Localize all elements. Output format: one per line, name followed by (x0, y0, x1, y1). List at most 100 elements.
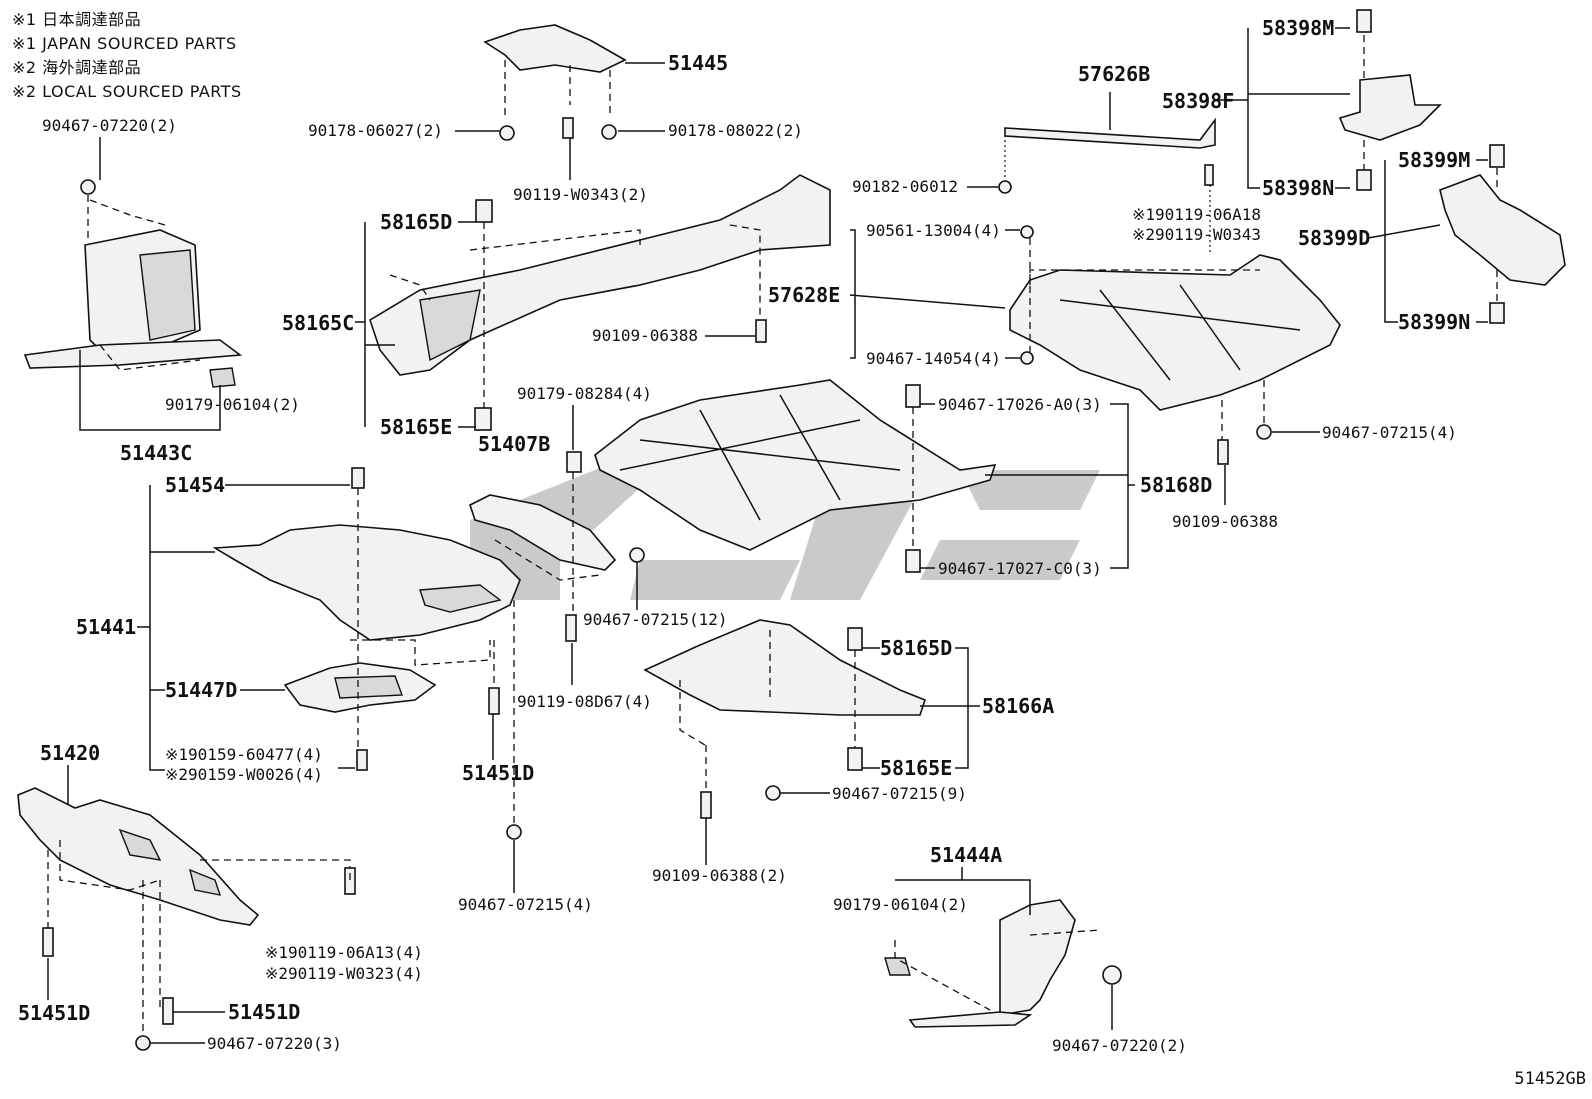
label-58399d: 58399D (1298, 226, 1370, 250)
bolt-90109-06388-top (755, 319, 767, 343)
label-58168d: 58168D (1140, 473, 1212, 497)
label-90467-07220-3: 90467-07220(3) (207, 1034, 342, 1053)
label-51447d: 51447D (165, 678, 237, 702)
label-58165c: 58165C (282, 311, 354, 335)
label-58165d-low: 58165D (880, 636, 952, 660)
clip-90182-06012 (998, 180, 1012, 194)
clip-90467-14054 (1020, 351, 1034, 365)
label-58165d-top: 58165D (380, 210, 452, 234)
label-90119-08d67: 90119-08D67(4) (517, 692, 652, 711)
figure-code: 51452GB (1514, 1069, 1586, 1089)
leader-lines (47, 27, 1488, 1044)
fasteners (42, 9, 1505, 1051)
nut-58165d-low (847, 627, 863, 651)
label-90467-14054: 90467-14054(4) (866, 349, 1001, 368)
clip-90467-07220-low (1102, 965, 1122, 985)
label-58399m: 58399M (1398, 148, 1470, 172)
label-90109-06388-right: 90109-06388 (1172, 512, 1278, 531)
label-290159-w0026: ※290159-W0026(4) (165, 765, 323, 784)
label-51441: 51441 (76, 615, 136, 639)
note-japan-en: ※1 JAPAN SOURCED PARTS (12, 34, 237, 53)
note-local-en: ※2 LOCAL SOURCED PARTS (12, 82, 242, 101)
part-58399d-shape (1439, 174, 1566, 286)
label-58399n: 58399N (1398, 310, 1470, 334)
label-90179-06104-low: 90179-06104(2) (833, 895, 968, 914)
note-japan-jp: ※1 日本調達部品 (12, 10, 142, 29)
label-51445: 51445 (668, 51, 728, 75)
label-90467-07215-9: 90467-07215(9) (832, 784, 967, 803)
part-57626b-shape (1004, 117, 1216, 180)
bolt-51451d-low (162, 997, 174, 1025)
label-51420: 51420 (40, 741, 100, 765)
part-51445-shape (483, 24, 627, 115)
label-58398f: 58398F (1162, 89, 1234, 113)
nut-58398n (1356, 169, 1372, 191)
sourcing-notes: ※1 日本調達部品 ※1 JAPAN SOURCED PARTS ※2 海外調達… (12, 8, 242, 104)
nut-58399n (1489, 302, 1505, 324)
nut-90179-08284 (566, 451, 582, 473)
part-57628e-shape (1009, 254, 1341, 411)
label-90179-06104-left: 90179-06104(2) (165, 395, 300, 414)
part-58168d-shape (594, 379, 997, 551)
bolt-51451d-left (42, 927, 54, 957)
label-90467-07215-12: 90467-07215(12) (583, 610, 728, 629)
nut-58165e-top (474, 407, 492, 431)
label-90561-13004: 90561-13004(4) (866, 221, 1001, 240)
label-51454: 51454 (165, 473, 225, 497)
bolt-51451d-mid (488, 687, 500, 715)
bolt-190119-06a13 (344, 867, 356, 895)
note-local-jp: ※2 海外調達部品 (12, 58, 142, 77)
label-90467-07215-right: 90467-07215(4) (1322, 423, 1457, 442)
label-90179-08284: 90179-08284(4) (517, 384, 652, 403)
clip-90467-07215-9 (765, 785, 781, 801)
bolt-90109-06388-right (1217, 439, 1229, 465)
nut-90467-17026 (905, 384, 921, 408)
part-51420-shape (17, 787, 351, 1010)
clip-90467-07215-low (506, 824, 522, 840)
nut-90561-13004 (1020, 225, 1034, 239)
part-51447d-shape (283, 662, 437, 713)
nut-51454 (351, 467, 365, 489)
nut-58398m (1356, 9, 1372, 33)
label-90467-07215-low: 90467-07215(4) (458, 895, 593, 914)
label-90182-06012: 90182-06012 (852, 177, 958, 196)
clip-90467-07220-top (80, 179, 96, 195)
part-51443c-shape (23, 199, 243, 388)
label-90119-w0343: 90119-W0343(2) (513, 185, 648, 204)
nut-58165d-top (475, 199, 493, 223)
label-51444a: 51444A (930, 843, 1002, 867)
label-90109-06388-2: 90109-06388(2) (652, 866, 787, 885)
label-51451d-low: 51451D (228, 1000, 300, 1024)
label-290119-w0343: ※290119-W0343 (1132, 225, 1261, 244)
bolt-90109-06388-2 (700, 791, 712, 819)
clip-90467-07215-12 (629, 547, 645, 563)
bolt-90119-w0343 (562, 117, 574, 139)
part-58398f-shape (1338, 74, 1442, 141)
label-58398n: 58398N (1262, 176, 1334, 200)
label-58398m: 58398M (1262, 16, 1334, 40)
clip-90467-07215-right (1256, 424, 1272, 440)
part-58165c-shape (369, 174, 831, 376)
label-90467-17026: 90467-17026-A0(3) (938, 395, 1102, 414)
label-90178-06027: 90178-06027(2) (308, 121, 443, 140)
label-57628e: 57628E (768, 283, 840, 307)
clip-90467-07220-3 (135, 1035, 151, 1051)
label-58166a: 58166A (982, 694, 1054, 718)
label-290119-w0323: ※290119-W0323(4) (265, 964, 423, 983)
nut-58399m (1489, 144, 1505, 168)
nut-90178-06027 (499, 125, 515, 141)
label-190119-06a13: ※190119-06A13(4) (265, 943, 423, 962)
label-90109-06388-top: 90109-06388 (592, 326, 698, 345)
bolt-190119-06a18 (1204, 164, 1214, 186)
label-90467-07220-low: 90467-07220(2) (1052, 1036, 1187, 1055)
label-190159-60477: ※190159-60477(4) (165, 745, 323, 764)
nut-90467-17027 (905, 549, 921, 573)
label-90178-08022: 90178-08022(2) (668, 121, 803, 140)
label-58165e-low: 58165E (880, 756, 952, 780)
nut-58165e-low (847, 747, 863, 771)
label-51451d-mid: 51451D (462, 761, 534, 785)
label-90467-07220-top: 90467-07220(2) (42, 116, 177, 135)
label-58165e-top: 58165E (380, 415, 452, 439)
label-51443c: 51443C (120, 441, 192, 465)
